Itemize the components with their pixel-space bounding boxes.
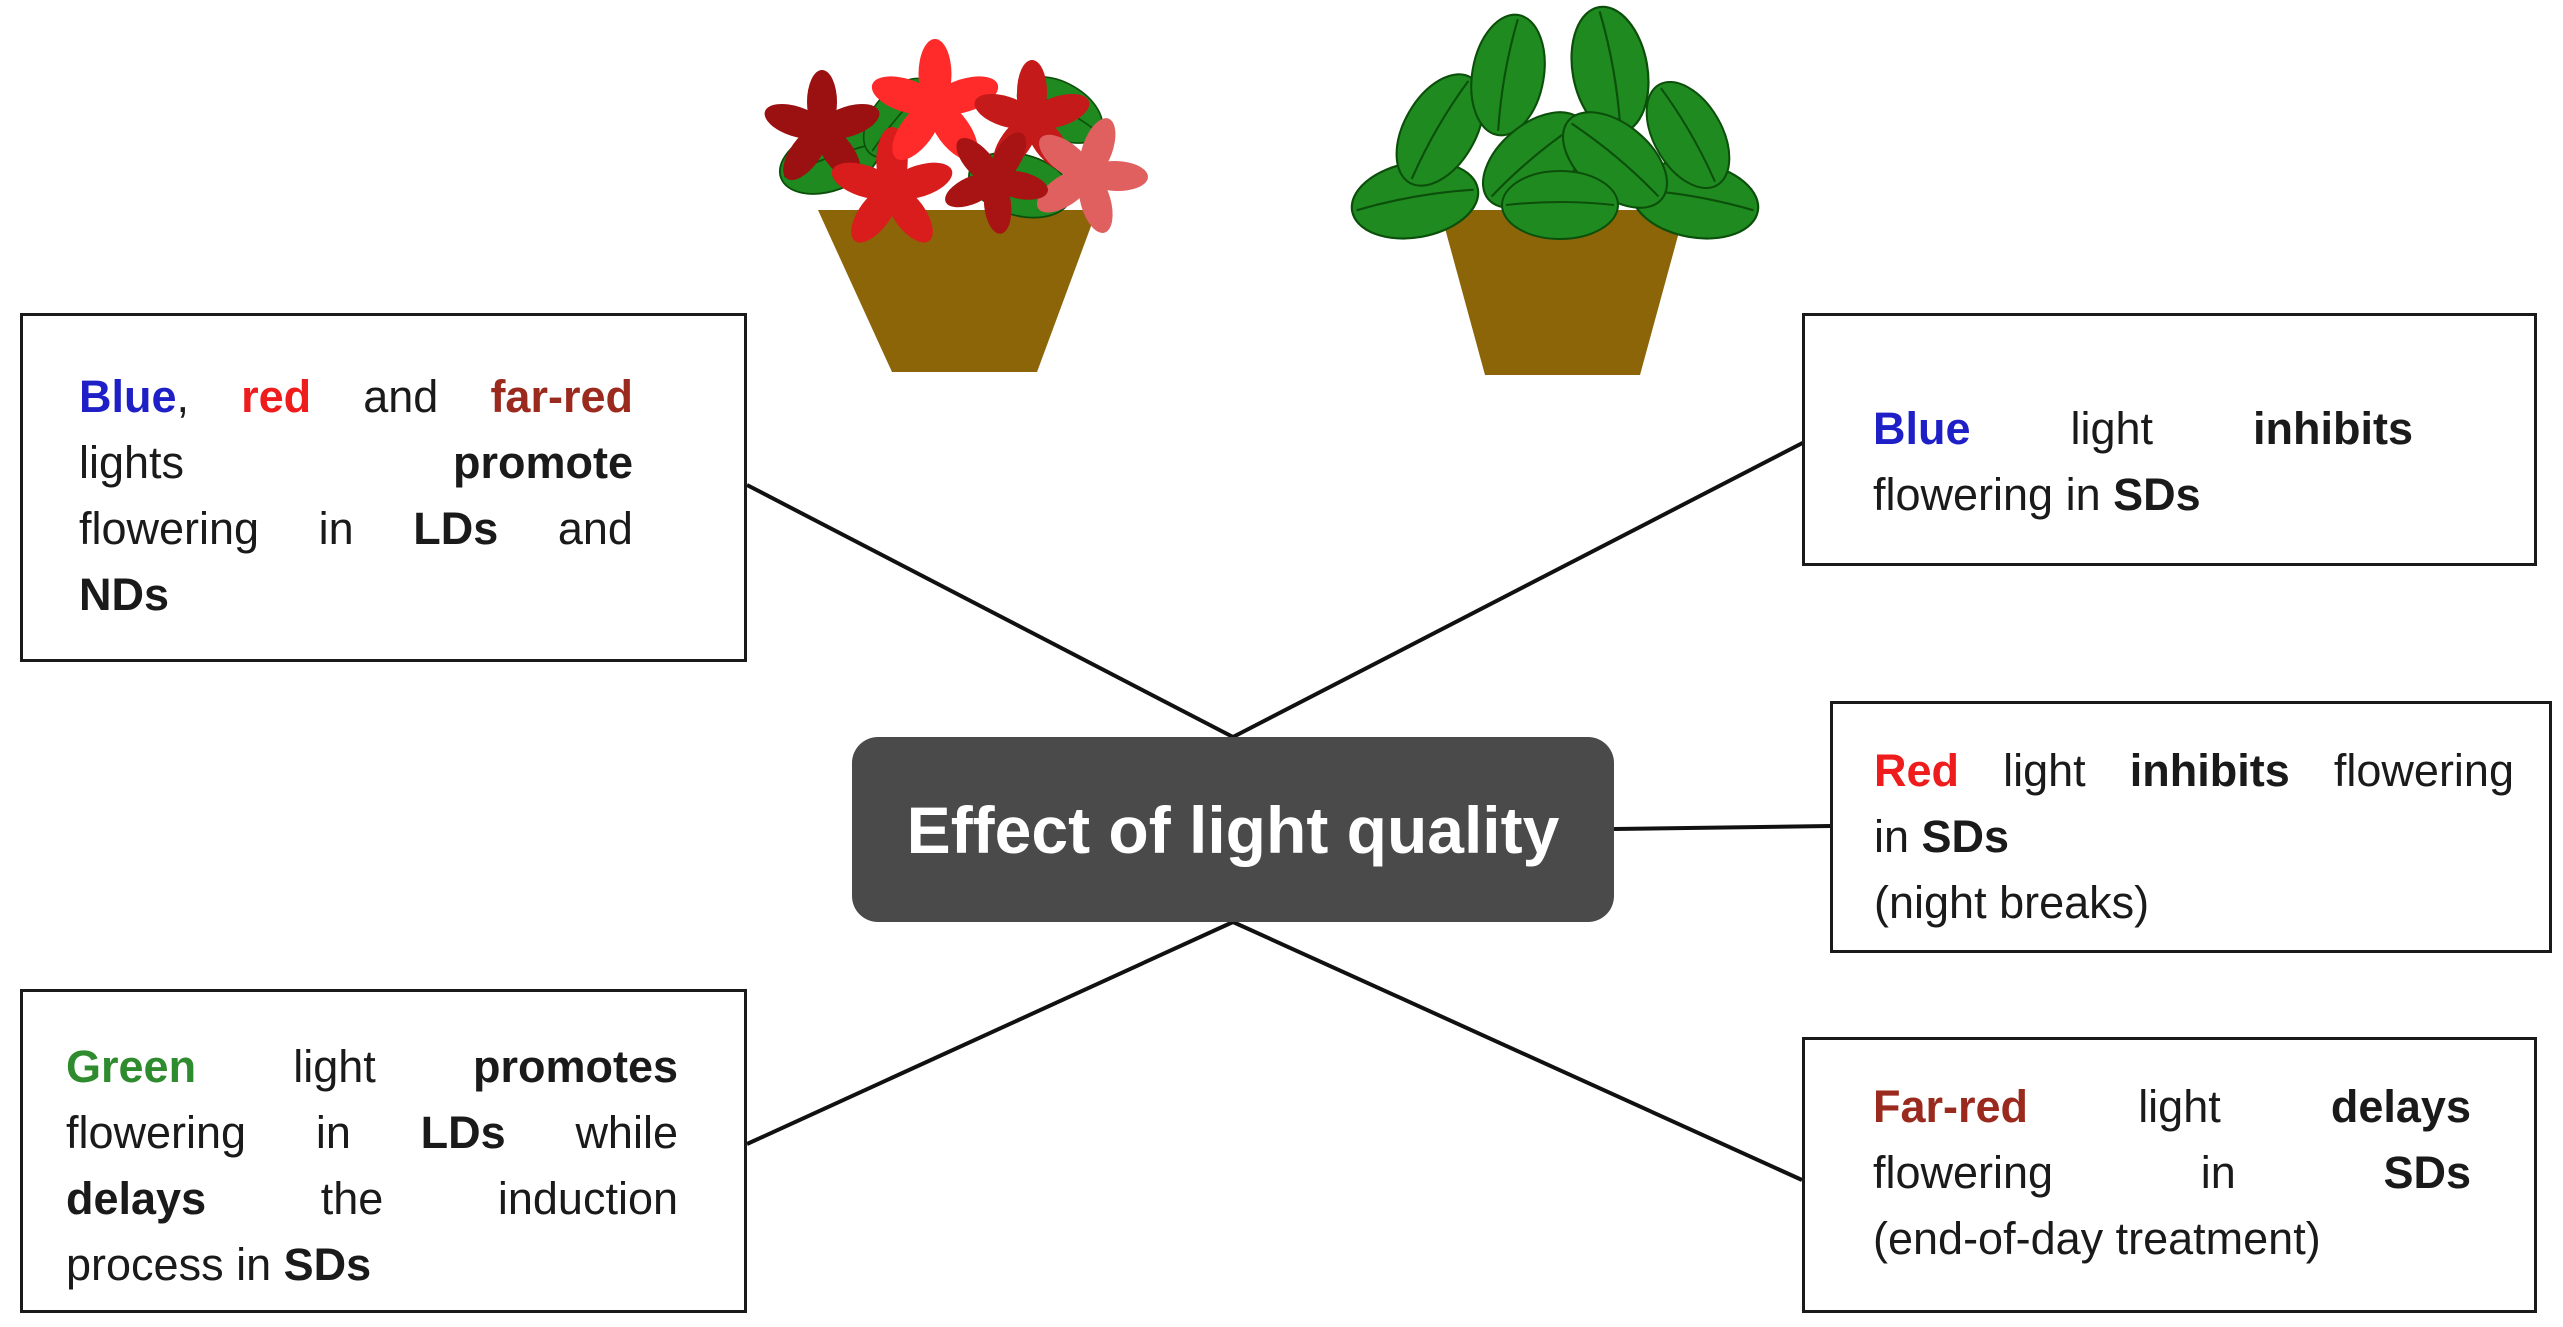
word: lights [79,437,185,488]
word: (night breaks) [1874,877,2150,928]
word: in [1874,811,1910,862]
word: (end-of-day treatment) [1873,1213,2321,1264]
text-line: in SDs [1874,804,2514,870]
word-far-red: far-red [490,371,633,422]
box-colored-lights-promote: Blue, red and far-red lights promote flo… [20,313,747,662]
pot-shape [818,210,1097,372]
central-topic-node: Effect of light quality [852,737,1614,922]
text-line: flowering in SDs [1873,1140,2471,1206]
word-nds: NDs [79,569,170,620]
word-blue: Blue [1873,403,1971,454]
text-line: flowering in SDs [1873,462,2413,528]
text-line: Far-red light delays [1873,1074,2471,1140]
word: induction [497,1173,678,1224]
text-line: flowering in LDs and [79,496,633,562]
text-line: flowering in LDs while [66,1100,678,1166]
word: in [315,1107,351,1158]
word-sds: SDs [2383,1147,2471,1198]
word-sds: SDs [1921,811,2010,862]
connector-middle-right [1613,824,1831,831]
text-line: NDs [79,562,633,628]
word: and [557,503,633,554]
word-far-red: Far-red [1873,1081,2029,1132]
connector-bottom-right [1232,920,1803,1182]
central-topic-title: Effect of light quality [906,792,1560,867]
pot-shape [1440,210,1685,375]
text-line: Blue, red and far-red [79,364,633,430]
word: process in [66,1239,272,1290]
word-inhibits: inhibits [2253,403,2413,454]
text-line: process in SDs [66,1232,678,1298]
word-red: red [241,371,312,422]
word: flowering [1873,1147,2054,1198]
word: in [2200,1147,2236,1198]
word-delays: delays [2330,1081,2471,1132]
word: flowering [79,503,260,554]
word: the [320,1173,384,1224]
word-green: Green [66,1041,197,1092]
word-sds: SDs [2113,469,2201,520]
word-sds: SDs [283,1239,372,1290]
word: light [2138,1081,2221,1132]
word-lds: LDs [413,503,499,554]
text-line: (night breaks) [1874,870,2514,936]
text-line: lights promote [79,430,633,496]
word-blue: Blue [79,371,177,422]
word-promote: promote [453,437,633,488]
vegetative-plant-icon [1344,0,1766,375]
box-red-inhibits: Red light inhibits flowering in SDs (nig… [1830,701,2552,953]
word: in [318,503,354,554]
word: while [575,1107,678,1158]
text-line: Blue light inhibits [1873,396,2413,462]
word: flowering in [1873,469,2101,520]
box-far-red-delays: Far-red light delays flowering in SDs (e… [1802,1037,2537,1313]
flowering-plant-icon [760,39,1167,372]
box-blue-inhibits: Blue light inhibits flowering in SDs [1802,313,2537,566]
connector-top-left [746,483,1234,739]
text-line: Green light promotes [66,1034,678,1100]
word-comma: , [176,371,190,422]
text-line: delays the induction [66,1166,678,1232]
text-line: (end-of-day treatment) [1873,1206,2471,1272]
word-lds: LDs [420,1107,506,1158]
word-delays: delays [66,1173,207,1224]
connector-bottom-left [746,920,1234,1146]
word-promotes: promotes [472,1041,678,1092]
box-green-promotes: Green light promotes flowering in LDs wh… [20,989,747,1313]
text-line: Red light inhibits flowering [1874,738,2514,804]
word: and [363,371,439,422]
word: light [2003,745,2086,796]
word-red: Red [1874,745,1960,796]
word: flowering [66,1107,247,1158]
word: light [2070,403,2154,454]
word: flowering [2333,745,2514,796]
word-inhibits: inhibits [2129,745,2290,796]
word: light [293,1041,376,1092]
connector-top-right [1232,433,1819,739]
